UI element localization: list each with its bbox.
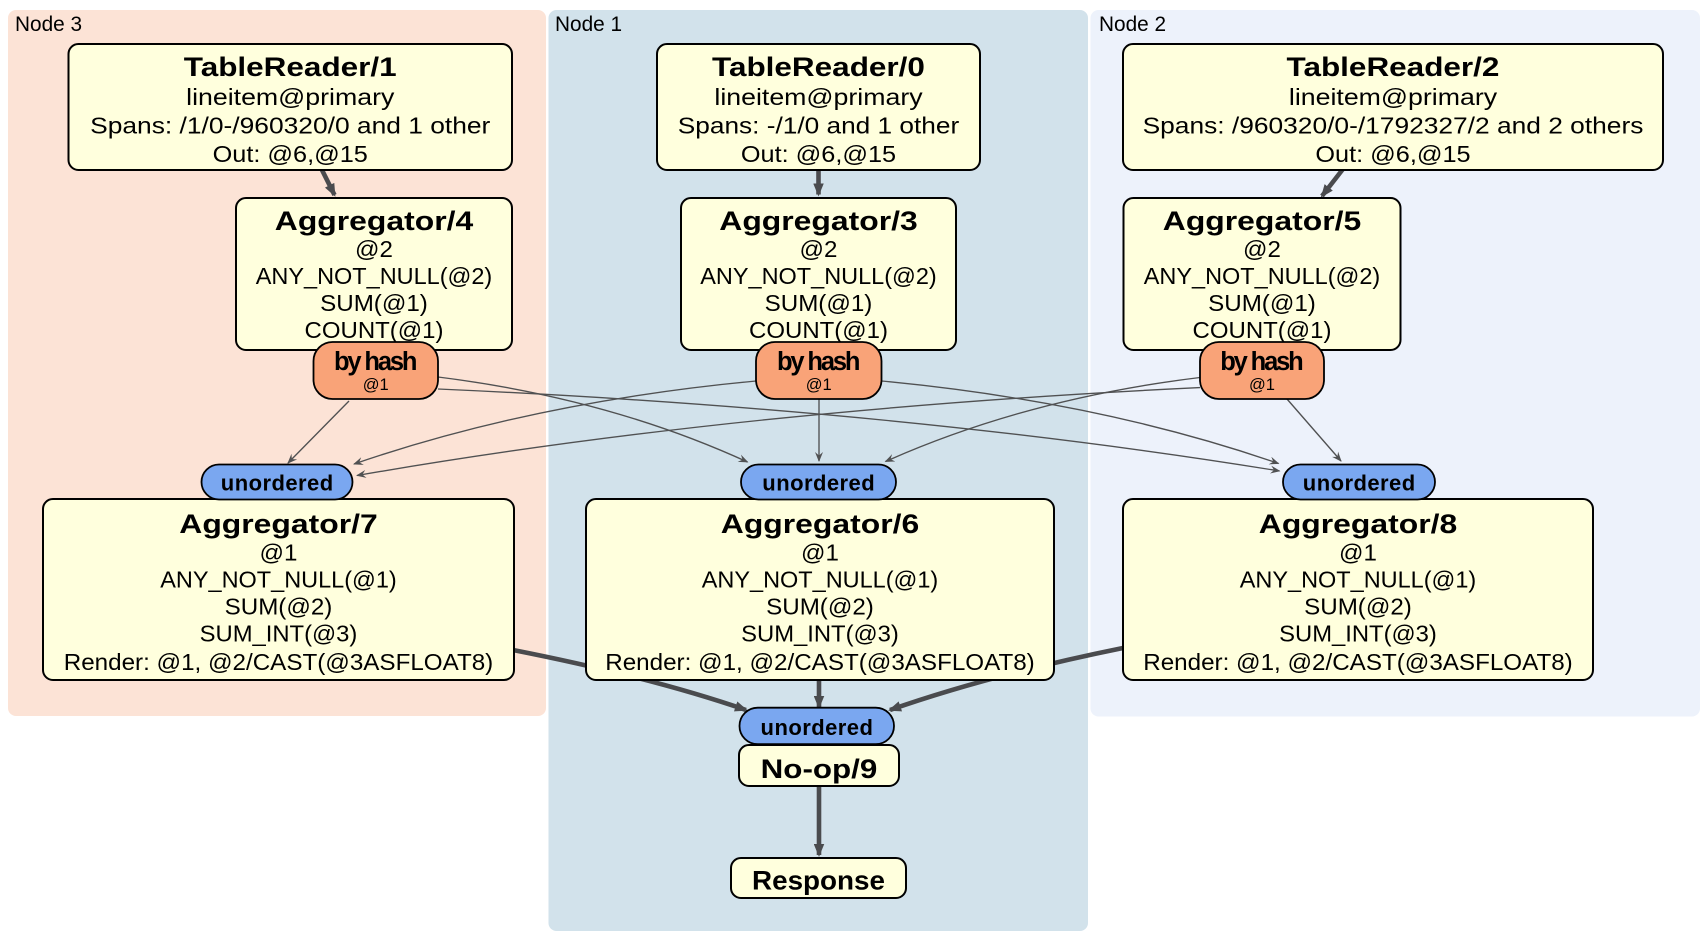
svg-text:ANY_NOT_NULL(@1): ANY_NOT_NULL(@1) — [702, 567, 939, 593]
svg-text:SUM(@2): SUM(@2) — [766, 594, 874, 620]
svg-text:@1: @1 — [801, 540, 839, 566]
svg-text:Node 3: Node 3 — [15, 13, 82, 36]
svg-text:SUM(@1): SUM(@1) — [1208, 290, 1316, 316]
svg-text:lineitem@primary: lineitem@primary — [714, 84, 923, 110]
svg-text:SUM_INT(@3): SUM_INT(@3) — [200, 621, 358, 647]
svg-text:unordered: unordered — [761, 715, 873, 740]
svg-text:TableReader/2: TableReader/2 — [1287, 52, 1500, 82]
svg-text:Spans: /1/0-/960320/0 and 1 ot: Spans: /1/0-/960320/0 and 1 other — [90, 113, 491, 139]
svg-text:Aggregator/8: Aggregator/8 — [1259, 509, 1457, 539]
svg-text:Render: @1, @2/CAST(@3ASFLOAT8: Render: @1, @2/CAST(@3ASFLOAT8) — [605, 649, 1035, 675]
svg-text:Render: @1, @2/CAST(@3ASFLOAT8: Render: @1, @2/CAST(@3ASFLOAT8) — [64, 649, 494, 675]
svg-text:by hash: by hash — [777, 348, 861, 376]
svg-text:SUM(@2): SUM(@2) — [225, 594, 333, 620]
svg-text:unordered: unordered — [1303, 471, 1415, 496]
svg-text:Response: Response — [752, 866, 885, 896]
svg-text:Aggregator/3: Aggregator/3 — [719, 206, 917, 236]
svg-text:unordered: unordered — [762, 471, 874, 496]
svg-text:ANY_NOT_NULL(@1): ANY_NOT_NULL(@1) — [160, 567, 397, 593]
svg-text:Aggregator/7: Aggregator/7 — [179, 509, 377, 539]
svg-text:Spans: /960320/0-/1792327/2 an: Spans: /960320/0-/1792327/2 and 2 others — [1143, 113, 1644, 139]
svg-text:@2: @2 — [355, 236, 393, 262]
svg-text:@2: @2 — [1243, 236, 1281, 262]
svg-text:Out: @6,@15: Out: @6,@15 — [1315, 141, 1470, 167]
svg-text:lineitem@primary: lineitem@primary — [1289, 84, 1498, 110]
svg-text:@1: @1 — [363, 375, 389, 394]
svg-text:Node 1: Node 1 — [555, 13, 622, 36]
svg-text:SUM_INT(@3): SUM_INT(@3) — [741, 621, 899, 647]
svg-text:Render: @1, @2/CAST(@3ASFLOAT8: Render: @1, @2/CAST(@3ASFLOAT8) — [1143, 649, 1573, 675]
svg-text:@1: @1 — [260, 540, 298, 566]
svg-text:by hash: by hash — [1220, 348, 1304, 376]
svg-text:No-op/9: No-op/9 — [761, 754, 878, 784]
svg-text:SUM(@1): SUM(@1) — [765, 290, 873, 316]
svg-text:Spans: -/1/0 and 1 other: Spans: -/1/0 and 1 other — [678, 113, 960, 139]
svg-text:Aggregator/6: Aggregator/6 — [721, 509, 919, 539]
svg-text:SUM(@1): SUM(@1) — [320, 290, 428, 316]
svg-text:SUM_INT(@3): SUM_INT(@3) — [1279, 621, 1437, 647]
svg-text:@1: @1 — [806, 375, 832, 394]
svg-text:Out: @6,@15: Out: @6,@15 — [741, 141, 896, 167]
svg-text:by hash: by hash — [334, 348, 418, 376]
svg-text:Aggregator/4: Aggregator/4 — [275, 206, 474, 236]
svg-text:@2: @2 — [800, 236, 838, 262]
svg-text:ANY_NOT_NULL(@2): ANY_NOT_NULL(@2) — [700, 263, 937, 289]
svg-text:ANY_NOT_NULL(@1): ANY_NOT_NULL(@1) — [1240, 567, 1477, 593]
svg-text:TableReader/0: TableReader/0 — [712, 52, 925, 82]
svg-text:@1: @1 — [1339, 540, 1377, 566]
svg-text:unordered: unordered — [221, 471, 333, 496]
svg-text:Out: @6,@15: Out: @6,@15 — [213, 141, 368, 167]
svg-text:COUNT(@1): COUNT(@1) — [1193, 317, 1332, 343]
svg-text:TableReader/1: TableReader/1 — [184, 52, 397, 82]
svg-text:COUNT(@1): COUNT(@1) — [305, 317, 444, 343]
svg-text:COUNT(@1): COUNT(@1) — [749, 317, 888, 343]
svg-text:Aggregator/5: Aggregator/5 — [1163, 206, 1361, 236]
svg-text:@1: @1 — [1249, 375, 1275, 394]
svg-text:lineitem@primary: lineitem@primary — [186, 84, 395, 110]
svg-text:ANY_NOT_NULL(@2): ANY_NOT_NULL(@2) — [256, 263, 493, 289]
svg-text:Node 2: Node 2 — [1099, 13, 1166, 36]
svg-text:ANY_NOT_NULL(@2): ANY_NOT_NULL(@2) — [1144, 263, 1381, 289]
svg-text:SUM(@2): SUM(@2) — [1304, 594, 1412, 620]
